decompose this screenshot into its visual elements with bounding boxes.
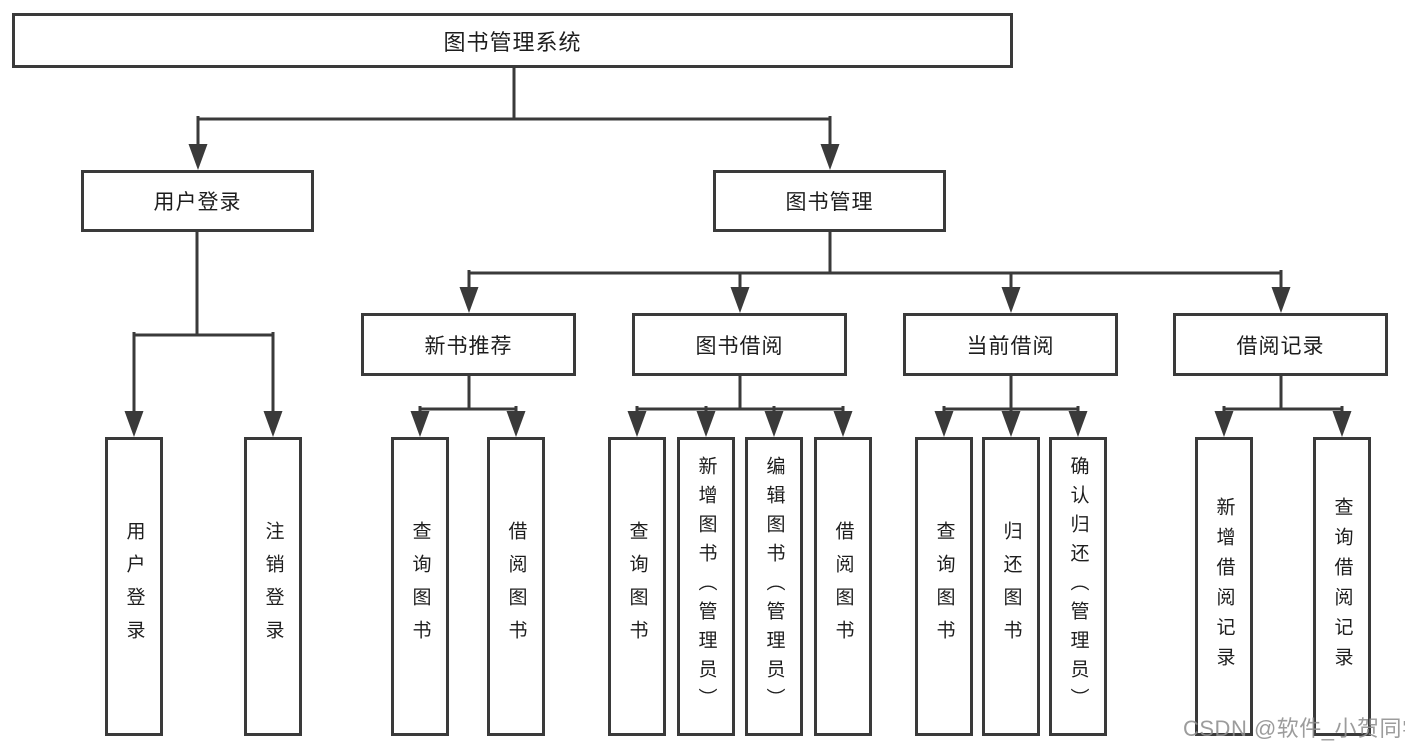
connector-current-borrow-children bbox=[934, 374, 1088, 437]
node-query-books-current: 查询图书 bbox=[915, 437, 973, 736]
connector-user-login-children bbox=[124, 230, 283, 437]
node-book-borrow: 图书借阅 bbox=[632, 313, 847, 376]
node-add-book-admin: 新增图书（管理员） bbox=[677, 437, 735, 736]
node-query-books-recommend: 查询图书 bbox=[391, 437, 449, 736]
node-borrow-records: 借阅记录 bbox=[1173, 313, 1388, 376]
node-current-borrow: 当前借阅 bbox=[903, 313, 1118, 376]
node-query-books-borrow: 查询图书 bbox=[608, 437, 666, 736]
connector-root-to-level2 bbox=[188, 66, 840, 170]
node-root: 图书管理系统 bbox=[12, 13, 1013, 68]
connector-new-book-recommend-children bbox=[410, 374, 526, 437]
node-edit-book-admin: 编辑图书（管理员） bbox=[745, 437, 803, 736]
connector-book-management-children bbox=[459, 230, 1291, 313]
node-book-management: 图书管理 bbox=[713, 170, 946, 232]
node-confirm-return-admin: 确认归还（管理员） bbox=[1049, 437, 1107, 736]
connector-borrow-records-children bbox=[1214, 374, 1352, 437]
csdn-watermark: CSDN @软件_小贺同学 bbox=[1183, 716, 1405, 741]
node-borrow-books-recommend: 借阅图书 bbox=[487, 437, 545, 736]
node-logout: 注销登录 bbox=[244, 437, 302, 736]
node-borrow-books: 借阅图书 bbox=[814, 437, 872, 736]
node-user-login: 用户登录 bbox=[81, 170, 314, 232]
node-new-book-recommend: 新书推荐 bbox=[361, 313, 576, 376]
node-return-book: 归还图书 bbox=[982, 437, 1040, 736]
connector-book-borrow-children bbox=[627, 374, 853, 437]
node-query-borrow-record: 查询借阅记录 bbox=[1313, 437, 1371, 736]
node-login: 用户登录 bbox=[105, 437, 163, 736]
node-add-borrow-record: 新增借阅记录 bbox=[1195, 437, 1253, 736]
